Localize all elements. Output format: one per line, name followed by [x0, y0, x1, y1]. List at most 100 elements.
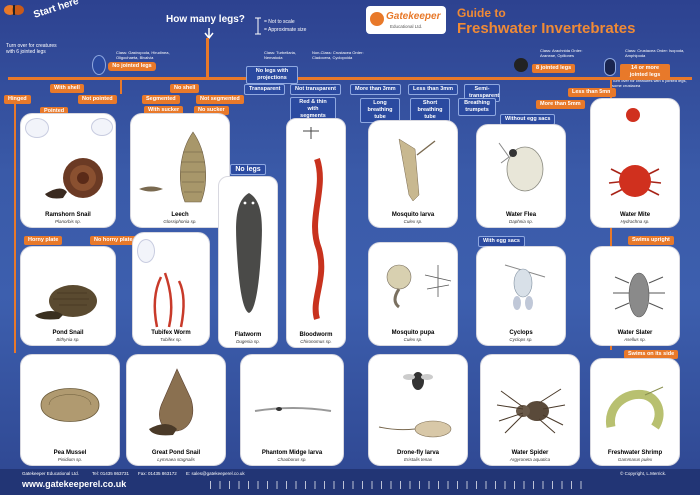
no-legs-badge: No legs: [230, 164, 266, 175]
mini-slater-icon: [604, 58, 616, 76]
creature-latin: Hydrachna sp.: [620, 219, 650, 224]
branch-hinged: Hinged: [4, 95, 31, 104]
branch-no-legs-projections: No legs with projections: [246, 66, 298, 84]
water-slater-illustration: [613, 272, 665, 318]
footer-email: E: sales@gatekeeperel.co.uk: [186, 471, 245, 476]
creature-name: Flatworm: [234, 332, 262, 338]
branch-red-thin: Red & thin with segments: [290, 97, 336, 122]
turn-over-note: Turn over for creatures with 6 jointed l…: [6, 43, 57, 55]
cyclops-illustration: [504, 264, 546, 310]
logo-text: Gatekeeper: [386, 11, 441, 22]
branch-with-shell: With shell: [50, 84, 84, 93]
card-great-pond-snail[interactable]: Great Pond Snail Lymnaea stagnalis: [126, 354, 226, 466]
card-water-mite[interactable]: Water Mite Hydrachna sp.: [590, 98, 680, 228]
phantom-midge-illustration: [254, 407, 332, 412]
creature-latin: Bithynia sp.: [56, 337, 80, 342]
card-mosquito-larva[interactable]: Mosquito larva Culex sp.: [368, 120, 458, 228]
branch-no-sucker: No sucker: [194, 106, 229, 115]
gatekeeper-logo: Gatekeeper Educational Ltd.: [366, 6, 446, 34]
connector-shell: [120, 80, 122, 94]
eggs-inset-oval: [91, 118, 113, 136]
card-drone-fly-larva[interactable]: Drone-fly larva Eristalis tenax: [368, 354, 468, 466]
adult-midge-icon: [303, 127, 319, 139]
branch-no-horny-plate: No horny plate: [90, 236, 137, 245]
creature-name: Water Mite: [619, 212, 651, 218]
creature-name: Freshwater Shrimp: [607, 450, 663, 456]
branch-14-jointed-legs: 14 or more jointed legs: [620, 64, 670, 80]
creature-name: Great Pond Snail: [151, 450, 201, 456]
creature-latin: Culex sp.: [403, 337, 423, 342]
mini-mite-icon: [514, 58, 528, 72]
branch-transparent: Transparent: [244, 84, 286, 95]
logo-subtext: Educational Ltd.: [390, 24, 423, 29]
leech-illustration: [180, 131, 206, 203]
water-flea-illustration: [498, 142, 544, 192]
class-note-right: Class: Arachnida Order: Araneae, Opilion…: [540, 48, 583, 58]
adult-mosquito-icon: [424, 265, 452, 297]
card-pea-mussel[interactable]: Pea Mussel Pisidium sp.: [20, 354, 120, 466]
creature-latin: Tubifex sp.: [160, 337, 182, 342]
card-leech[interactable]: Leech Glossiphonia sp.: [130, 113, 230, 228]
card-flatworm[interactable]: Flatworm Dugesia sp.: [218, 176, 278, 348]
creature-name: Drone-fly larva: [396, 450, 439, 456]
card-freshwater-shrimp[interactable]: Freshwater Shrimp Gammarus pulex: [590, 358, 680, 466]
branch-with-sucker: With sucker: [144, 106, 184, 115]
main-decision-bar: [8, 77, 692, 80]
branch-less-than-3mm: Less than 3mm: [408, 84, 459, 95]
not-to-scale-note: = Not to scale: [264, 19, 295, 25]
card-ramshorn-snail[interactable]: Ramshorn Snail Planorbis sp.: [20, 113, 116, 228]
branch-swims-upright: Swims upright: [628, 236, 674, 245]
card-mosquito-pupa[interactable]: Mosquito pupa Culex sp.: [368, 242, 458, 346]
footer-fax: Fax: 01435 863172: [138, 471, 177, 476]
branch-semi-transparent: Semi-transparent: [464, 84, 500, 102]
footer-website[interactable]: www.gatekeeperel.co.uk: [22, 479, 127, 489]
approx-size-note: = Approximate size: [264, 27, 307, 33]
mini-mite-illustration: [626, 108, 640, 122]
creature-name: Phantom Midge larva: [261, 450, 323, 456]
creature-latin: Lymnaea stagnalis: [157, 457, 195, 462]
creature-latin: Chaoborus sp.: [277, 457, 307, 462]
branch-breathing-trumpets: Breathing trumpets: [458, 98, 496, 116]
creature-name: Pea Mussel: [53, 450, 87, 456]
mini-snail-icon: [92, 55, 106, 75]
creature-latin: Argyroneta aquatica: [509, 457, 551, 462]
creature-name: Pond Snail: [52, 330, 84, 336]
creature-latin: Gammarus pulex: [617, 457, 653, 462]
title-line-1: Guide to: [457, 6, 506, 20]
card-tubifex-worm[interactable]: Tubifex Worm Tubifex sp.: [132, 232, 210, 346]
branch-not-transparent: Not transparent: [290, 84, 341, 95]
class-note-left: Class: Gastropoda, Hirudinea, Oligochaet…: [116, 50, 170, 60]
card-cyclops[interactable]: Cyclops Cyclops sp.: [476, 246, 566, 346]
footer-copyright: © Copyright, L.Merrick.: [620, 471, 667, 476]
card-water-slater[interactable]: Water Slater Asellus sp.: [590, 246, 680, 346]
creature-name: Mosquito pupa: [391, 330, 435, 336]
crustacea-note: Turn over for creatures with 6 jointed l…: [612, 78, 687, 88]
card-water-flea[interactable]: Water Flea Daphnia sp.: [476, 124, 566, 228]
creature-latin: Pisidium sp.: [57, 457, 83, 462]
arrow-down-icon: [204, 28, 214, 40]
class-note-mid: Class: Turbellaria, Nematoda: [264, 50, 297, 60]
scale-legend: = Not to scale = Approximate size: [254, 17, 344, 37]
footer-tel: Tel: 01435 863731: [92, 471, 130, 476]
flatworm-illustration: [236, 193, 262, 313]
shell-inset-oval: [25, 118, 49, 138]
branch-long-breathing-tube: Long breathing tube: [360, 98, 400, 123]
branch-no-jointed-legs: No jointed legs: [108, 62, 156, 71]
creature-latin: Asellus sp.: [624, 337, 646, 342]
card-water-spider[interactable]: Water Spider Argyroneta aquatica: [480, 354, 580, 466]
rat-tailed-larva-illustration: [378, 420, 452, 438]
class-note-far-right: Class: Crustacea Order: Isopoda, Amphipo…: [625, 48, 685, 58]
footer-company: Gatekeeper Educational Ltd.: [22, 471, 80, 476]
creature-latin: Planorbis sp.: [54, 219, 81, 224]
branch-no-shell: No shell: [170, 84, 200, 93]
tubifex-inset-oval: [137, 239, 155, 263]
card-bloodworm[interactable]: Bloodworm Chironomus sp.: [286, 118, 346, 348]
card-phantom-midge-larva[interactable]: Phantom Midge larva Chaoborus sp.: [240, 354, 344, 466]
top-connector: [206, 38, 209, 78]
card-pond-snail[interactable]: Pond Snail Bithynia sp.: [20, 246, 116, 346]
great-pond-snail-illustration: [149, 368, 194, 436]
creature-name: Water Flea: [505, 212, 537, 218]
creature-name: Ramshorn Snail: [45, 212, 91, 218]
mosquito-larva-illustration: [398, 138, 436, 202]
